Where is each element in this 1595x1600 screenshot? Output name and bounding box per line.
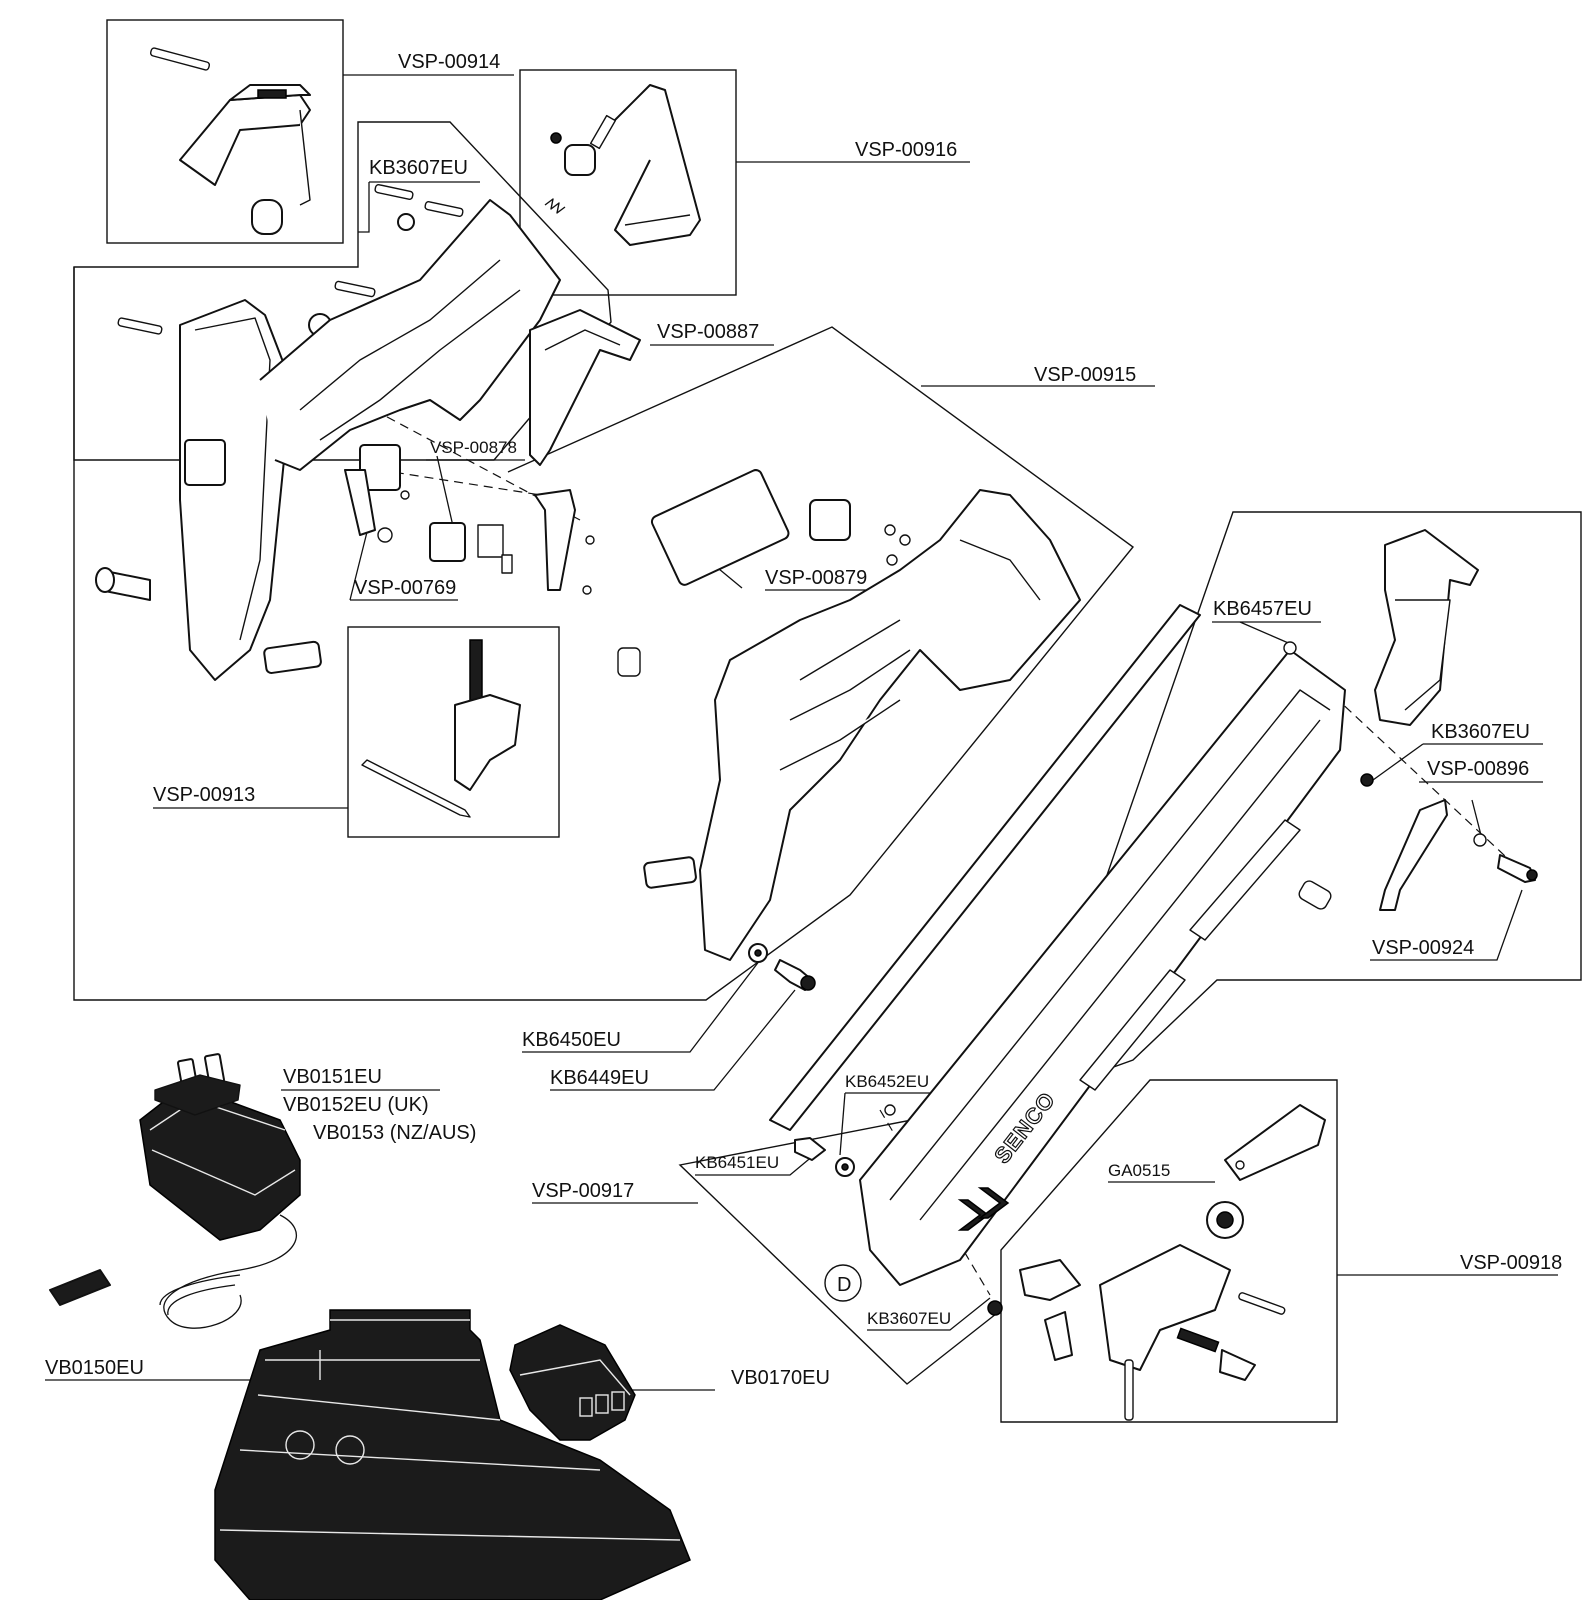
label-kb3607eu-right: KB3607EU bbox=[1431, 721, 1530, 743]
label-kb3607eu-bottom: KB3607EU bbox=[867, 1309, 951, 1328]
marker-d-circle bbox=[824, 1264, 862, 1302]
charger-base-part bbox=[214, 1309, 691, 1600]
part-labels: VSP-00914 VSP-00916 KB3607EU VSP-00887 V… bbox=[45, 51, 1562, 1389]
label-vsp-00918: VSP-00918 bbox=[1460, 1252, 1562, 1274]
label-vsp-00917: VSP-00917 bbox=[532, 1180, 634, 1202]
safety-assembly-part bbox=[361, 639, 521, 818]
battery-part bbox=[509, 1324, 636, 1441]
magazine-latch-parts bbox=[1374, 529, 1538, 911]
belt-hook-part bbox=[544, 84, 701, 246]
bracket-part bbox=[529, 309, 641, 466]
switch-and-trigger-parts bbox=[344, 444, 595, 595]
group-box-vsp00914 bbox=[106, 19, 344, 244]
nose-assembly-part bbox=[1019, 1104, 1326, 1421]
trigger-assembly-part bbox=[149, 47, 311, 235]
label-vsp-00913: VSP-00913 bbox=[153, 784, 255, 806]
label-vsp-00896: VSP-00896 bbox=[1427, 758, 1529, 780]
label-vb0152eu: VB0152EU (UK) bbox=[283, 1094, 429, 1116]
magazine-rail-part: SENCO bbox=[769, 604, 1374, 1286]
marker-d-text: D bbox=[837, 1274, 851, 1296]
left-housing-part bbox=[95, 183, 561, 681]
group-box-vsp00913 bbox=[347, 626, 560, 838]
label-vsp-00914: VSP-00914 bbox=[398, 51, 500, 73]
group-box-vsp00916 bbox=[519, 69, 737, 296]
label-kb6450eu: KB6450EU bbox=[522, 1029, 621, 1051]
label-vsp-00879: VSP-00879 bbox=[765, 567, 867, 589]
magazine-fasteners: D bbox=[794, 1104, 1003, 1316]
group-box-vsp00917 bbox=[678, 1096, 1031, 1385]
right-housing-part bbox=[617, 469, 1081, 961]
label-kb3607eu-top: KB3607EU bbox=[369, 157, 468, 179]
group-box-vsp00918 bbox=[1000, 1079, 1338, 1423]
wall-charger-part bbox=[49, 1053, 301, 1329]
label-vsp-00887: VSP-00887 bbox=[657, 321, 759, 343]
label-ga0515: GA0515 bbox=[1108, 1161, 1170, 1180]
label-kb6449eu: KB6449EU bbox=[550, 1067, 649, 1089]
label-kb6452eu: KB6452EU bbox=[845, 1072, 929, 1091]
group-box-main-housing-outer bbox=[73, 267, 1135, 1001]
label-kb6451eu: KB6451EU bbox=[695, 1153, 779, 1172]
label-vsp-00916: VSP-00916 bbox=[855, 139, 957, 161]
label-vsp-00924: VSP-00924 bbox=[1372, 937, 1474, 959]
assembly-axes bbox=[214, 324, 1521, 1296]
label-vb0151eu: VB0151EU bbox=[283, 1066, 382, 1088]
label-vb0170eu: VB0170EU bbox=[731, 1367, 830, 1389]
label-vb0153: VB0153 (NZ/AUS) bbox=[313, 1122, 476, 1144]
washer-and-screw bbox=[748, 943, 816, 991]
label-vb0150eu: VB0150EU bbox=[45, 1357, 144, 1379]
label-vsp-00769: VSP-00769 bbox=[354, 577, 456, 599]
label-kb6457eu: KB6457EU bbox=[1213, 598, 1312, 620]
label-vsp-00878: VSP-00878 bbox=[430, 438, 517, 457]
label-vsp-00915: VSP-00915 bbox=[1034, 364, 1136, 386]
